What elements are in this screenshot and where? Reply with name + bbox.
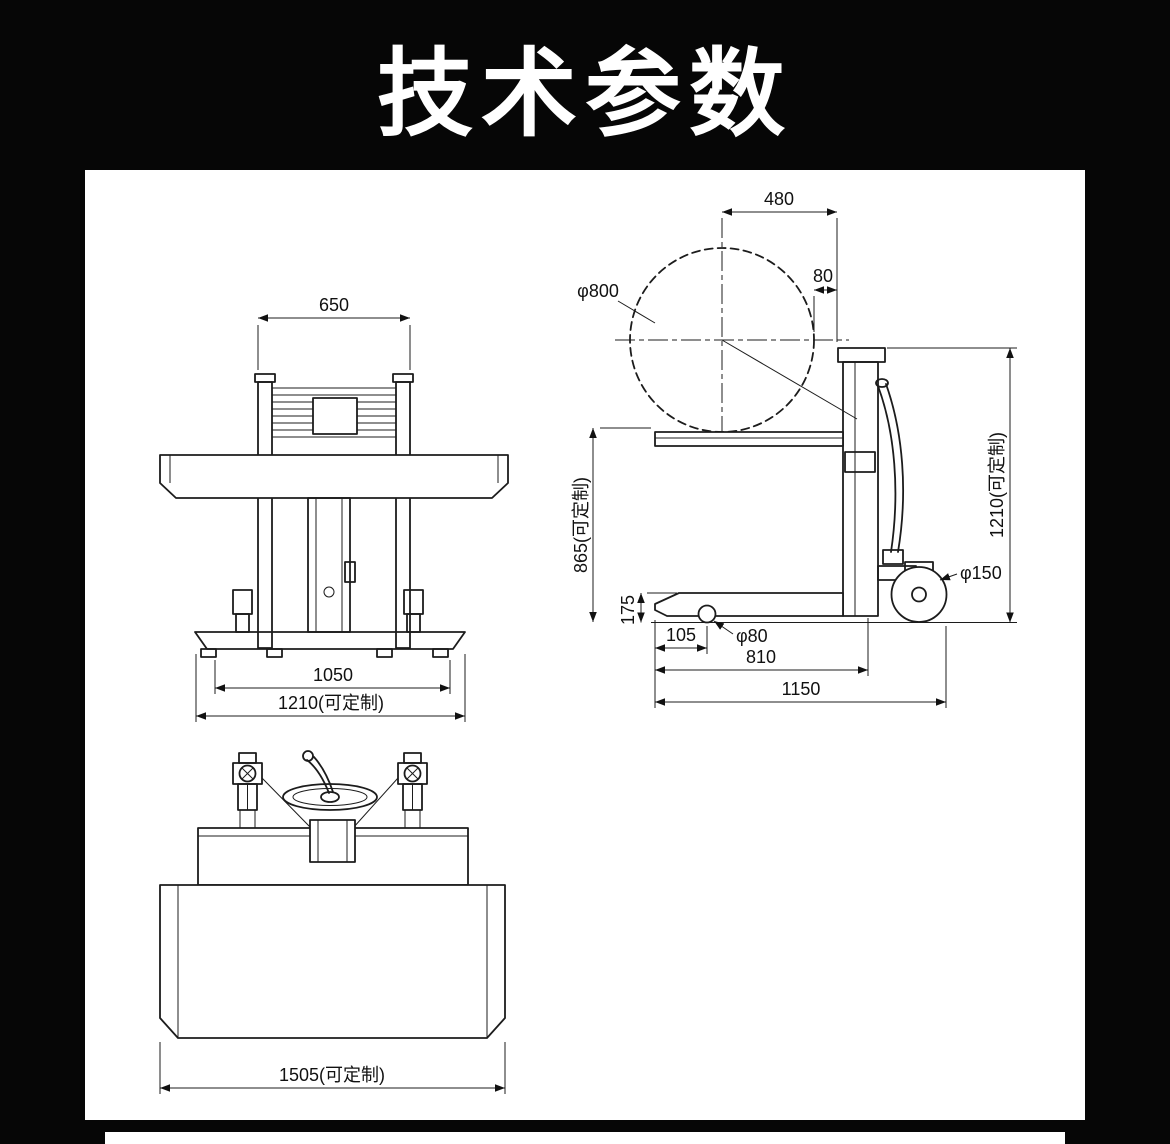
dim-roll-offset-label: 480	[764, 189, 794, 209]
dim-480: 480	[722, 189, 838, 342]
dim-fork-length-label: 810	[746, 647, 776, 667]
technical-drawing-svg: 650 1050 1210(可定制)	[159, 189, 1017, 1094]
table-top	[159, 884, 506, 1039]
lower-fork	[654, 592, 844, 624]
top-view-drawing: 1505(可定制)	[159, 750, 506, 1094]
dim-1505: 1505(可定制)	[159, 1042, 506, 1094]
dim-1210-side: 1210(可定制)	[887, 347, 1017, 623]
front-wheel	[697, 604, 717, 624]
dim-roll-diameter-label: φ800	[577, 281, 619, 301]
dim-175: 175	[618, 592, 677, 625]
page-title: 技术参数	[377, 41, 793, 148]
front-view-drawing: 650 1050 1210(可定制)	[159, 295, 509, 722]
dim-mast-width-label: 650	[319, 295, 349, 315]
dim-phi150: φ150	[939, 563, 1002, 583]
dim-phi80: φ80	[713, 620, 768, 646]
dim-1050: 1050	[214, 660, 451, 694]
upper-cradle	[654, 431, 844, 447]
side-view-drawing: 480 80 φ800 865(可定制)	[571, 189, 1017, 708]
dim-rear-wheel-label: φ150	[960, 563, 1002, 583]
next-section-edge	[105, 1132, 1065, 1144]
dim-1150: 1150	[655, 626, 947, 708]
crank-knob	[302, 750, 314, 762]
dim-overall-height-label: 1210(可定制)	[987, 432, 1007, 538]
dim-base-width-label: 1050	[313, 665, 353, 685]
dim-table-width-label: 1505(可定制)	[279, 1065, 385, 1085]
lift-column	[307, 497, 356, 633]
base-plate	[194, 631, 466, 658]
rear-caster	[877, 561, 948, 623]
left-caster-top	[232, 752, 263, 811]
dim-80: 80	[813, 266, 837, 332]
dim-105: 105	[654, 620, 708, 708]
dim-865: 865(可定制)	[571, 427, 651, 622]
hand-wheel	[282, 750, 378, 811]
legs-casters	[232, 589, 424, 633]
pump-handle	[875, 378, 905, 565]
dim-fork-height-label: 175	[618, 595, 638, 625]
dim-overall-length-label: 1150	[782, 679, 821, 699]
carriage-block	[312, 397, 358, 435]
dim-platform-height-label: 865(可定制)	[571, 477, 591, 573]
mast	[254, 373, 414, 649]
table-platform	[159, 454, 509, 499]
right-caster-top	[397, 752, 428, 811]
dim-top-offset-label: 80	[813, 266, 833, 286]
dim-650: 650	[257, 295, 411, 370]
dim-1210-front: 1210(可定制)	[195, 654, 466, 722]
dim-overall-width-front-label: 1210(可定制)	[278, 693, 384, 713]
dim-phi800: φ800	[577, 281, 656, 324]
mast-side	[837, 347, 886, 617]
dim-tip-to-wheel-label: 105	[666, 625, 696, 645]
dim-front-wheel-label: φ80	[736, 626, 768, 646]
carriage-top	[197, 819, 469, 886]
dim-810: 810	[655, 618, 869, 676]
drawing-panel: 650 1050 1210(可定制)	[85, 170, 1085, 1120]
